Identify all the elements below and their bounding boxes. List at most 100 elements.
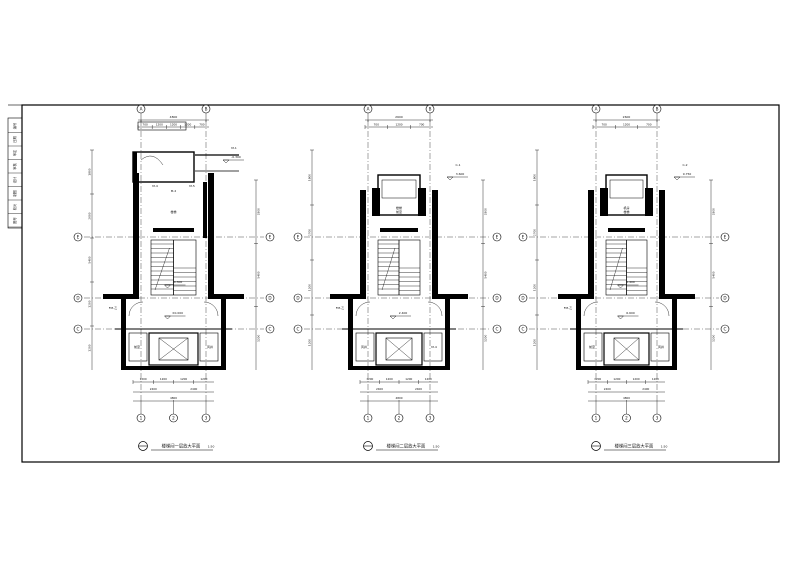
left-dim: 5400 xyxy=(88,256,92,263)
elevation-symbol xyxy=(446,176,454,181)
top-dim: 1200 xyxy=(623,123,630,127)
axis-bubble-bottom xyxy=(363,413,373,423)
top-dim: 1200 xyxy=(156,123,163,127)
door-swing xyxy=(203,301,219,317)
elevation-value: -0.300 xyxy=(231,155,241,159)
room-label: 机房 xyxy=(623,205,629,210)
bottom-dim: 1200 xyxy=(366,377,373,381)
axis-bubble-bottom-label: 2 xyxy=(625,415,628,420)
upper-room-inner xyxy=(609,179,644,199)
wall xyxy=(348,298,353,370)
top-dim: 1200 xyxy=(184,123,191,127)
elevator-car xyxy=(613,337,640,361)
room-label: M-5 xyxy=(189,184,195,188)
top-dim: 700 xyxy=(374,123,380,127)
axis-bubble-bottom-label: 3 xyxy=(205,415,208,420)
right-dim: 1200 xyxy=(484,335,488,342)
side-room xyxy=(199,332,219,362)
axis-bubble-left xyxy=(518,324,528,334)
axis-bubble-right xyxy=(720,293,730,303)
bottom-dim: 1200 xyxy=(180,377,187,381)
plan-scale: 1:50 xyxy=(208,445,215,449)
wall xyxy=(208,294,244,299)
room-label: 前室 xyxy=(396,209,402,214)
axis-bubble-bottom xyxy=(201,413,211,423)
title-block-cell: 日期 xyxy=(12,136,17,142)
axis-bubble-bottom-label: 1 xyxy=(595,415,598,420)
axis-bubble-right xyxy=(720,324,730,334)
axis-bubble-left-label: C xyxy=(77,326,80,331)
axis-bubble-bottom-label: 3 xyxy=(429,415,432,420)
axis-bubble-top xyxy=(425,104,435,114)
bottom-dim: 2400 xyxy=(604,387,611,391)
wall xyxy=(659,190,665,298)
elevation-symbol xyxy=(673,176,681,181)
wall xyxy=(330,294,366,299)
bottom-dim: 2400 xyxy=(642,387,649,391)
door-swing xyxy=(654,301,670,317)
axis-bubble-top-label: A xyxy=(367,106,370,111)
top-dim: 1200 xyxy=(170,123,177,127)
wall xyxy=(380,228,418,232)
door-swing xyxy=(427,301,443,317)
axis-bubble-left-label: C xyxy=(522,326,525,331)
wall xyxy=(418,188,426,216)
axis-bubble-right-label: E xyxy=(496,234,499,239)
wall xyxy=(576,298,581,370)
left-dim: 1200 xyxy=(308,284,312,291)
top-dim: 700 xyxy=(142,123,148,127)
axis-bubble-bottom-label: 3 xyxy=(656,415,659,420)
wall xyxy=(659,294,695,299)
axis-bubble-bottom-label: 1 xyxy=(367,415,370,420)
title-block-cell: 审核 xyxy=(12,163,17,170)
axis-bubble-top-label: B xyxy=(429,106,432,111)
top-dim-total: 4800 xyxy=(170,115,178,119)
sheet-border xyxy=(21,104,780,463)
room-label: 风井 xyxy=(361,344,367,349)
elevator-car xyxy=(158,337,189,361)
elevator-car xyxy=(385,337,413,361)
right-dim: 3300 xyxy=(257,208,261,215)
elevation-value: 6.600 xyxy=(626,311,635,315)
side-room xyxy=(650,332,670,362)
upper-room-inner xyxy=(381,179,417,199)
axis-bubble-left-label: D xyxy=(296,295,299,300)
right-dim: 5400 xyxy=(712,271,716,278)
title-block-cell: 校对 xyxy=(12,203,17,210)
elevation-value: ±0.000 xyxy=(172,311,183,315)
axis-bubble-bottom-label: 2 xyxy=(172,415,175,420)
left-dim: 1200 xyxy=(533,284,537,291)
axis-bubble-bottom-label: 1 xyxy=(140,415,143,420)
wall xyxy=(208,173,214,298)
room-label: 前室 xyxy=(589,344,595,349)
room-label: 前室 xyxy=(134,344,140,349)
wall xyxy=(432,190,438,298)
bottom-dim: 1200 xyxy=(200,377,207,381)
side-room xyxy=(355,332,375,362)
right-dim: 1200 xyxy=(257,335,261,342)
elevation-value: 9.750 xyxy=(683,172,692,176)
bottom-dim: 1200 xyxy=(160,377,167,381)
bottom-dim: 1200 xyxy=(652,377,659,381)
side-room xyxy=(423,332,443,362)
stair-arrow xyxy=(381,247,396,291)
wall xyxy=(153,228,194,232)
top-dim: 700 xyxy=(419,123,425,127)
title-block-cell: 图号 xyxy=(12,217,17,223)
bottom-dim: 1200 xyxy=(613,377,620,381)
title-block-cell: 审定 xyxy=(12,149,17,156)
axis-bubble-right-label: E xyxy=(724,234,727,239)
axis-bubble-right-label: C xyxy=(269,326,272,331)
left-dim: 1200 xyxy=(88,344,92,351)
axis-bubble-bottom xyxy=(136,413,146,423)
elevator-shaft xyxy=(148,332,199,366)
wall xyxy=(645,188,653,216)
axis-bubble-top-label: B xyxy=(205,106,208,111)
bottom-dim: 2400 xyxy=(190,387,197,391)
right-dim: 1200 xyxy=(712,335,716,342)
axis-bubble-left-label: C xyxy=(297,326,300,331)
